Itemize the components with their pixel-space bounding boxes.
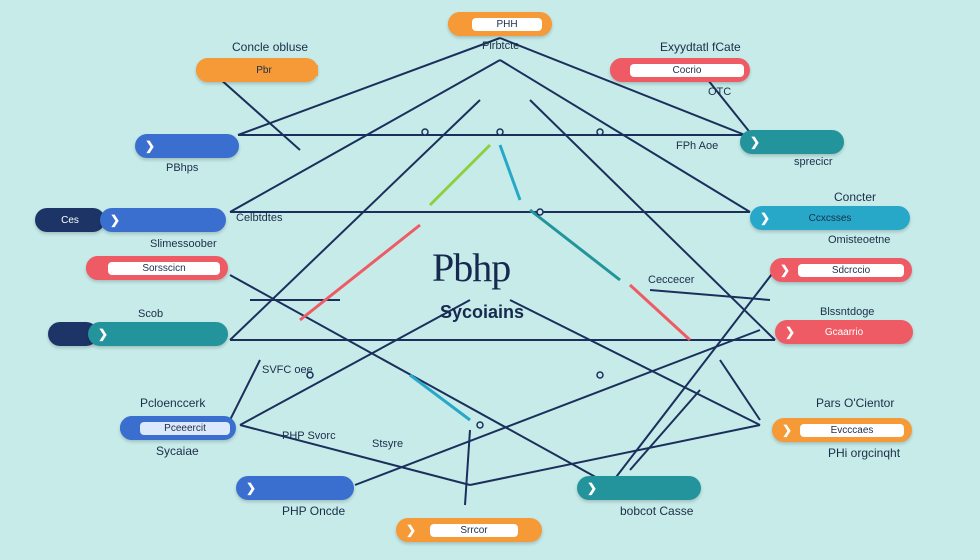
chevron-right-icon: ❯ — [406, 523, 417, 537]
chevron-right-icon: ❯ — [246, 481, 257, 495]
pill-label: Sdcrccio — [798, 263, 904, 277]
connector-line — [209, 69, 301, 151]
connector-line — [239, 424, 471, 486]
label-right-1-title: Exyydtatl fCate — [660, 40, 741, 54]
pill-label: Cocrio — [630, 63, 744, 77]
connector-line — [499, 37, 746, 136]
center-subtitle: Sycoiains — [440, 302, 525, 322]
junction-dot — [476, 421, 484, 429]
label-right-2-sub2: sprecicr — [794, 156, 833, 168]
label-mid-1: PHP Svorc — [282, 430, 336, 442]
accent-line — [628, 283, 692, 342]
chevron-right-icon: ❯ — [785, 325, 796, 339]
connector-line — [239, 299, 471, 426]
connector-line — [229, 59, 501, 213]
accent-line — [428, 143, 492, 207]
label-bottom-right-sub: bobcot Casse — [620, 504, 694, 518]
chevron-right-icon: ❯ — [110, 213, 121, 227]
accent-line — [409, 373, 471, 422]
pill-label: Sorsscicn — [108, 261, 220, 275]
label-left-6-sub: Sycaiae — [156, 444, 199, 458]
pill-label: Gcaarrio — [824, 326, 864, 338]
pill-right-3[interactable]: ❯ Ccxcsses — [750, 206, 910, 230]
accent-line — [529, 208, 621, 282]
pill-right-4[interactable]: ❯ Sdcrccio — [770, 258, 912, 282]
label-right-4-sub: Blssntdoge — [820, 306, 875, 318]
pill-bottom-left[interactable]: ❯ — [236, 476, 354, 500]
pill-label: Evcccaes — [800, 423, 904, 437]
pill-label: Ccxcsses — [808, 212, 852, 224]
connector-line — [354, 329, 761, 486]
connector-line — [229, 359, 261, 421]
pill-bottom-center[interactable]: ❯ Srrcor — [396, 518, 542, 542]
label-mid-4: Stsyre — [372, 438, 404, 450]
label-mid-5: SVFC oee — [262, 364, 313, 376]
chevron-right-icon: ❯ — [760, 211, 771, 225]
pill-right-2[interactable]: ❯ — [740, 130, 844, 154]
pill-left-3-cap[interactable]: Ces — [35, 208, 105, 232]
pill-label: Pceeercit — [140, 421, 230, 435]
pill-bottom-right[interactable]: ❯ — [577, 476, 701, 500]
pill-left-5[interactable]: ❯ — [88, 322, 228, 346]
connector-line — [509, 299, 761, 426]
label-right-3-sub: Omisteoetne — [828, 234, 891, 246]
pill-left-4[interactable]: Sorsscicn — [86, 256, 228, 280]
junction-dot — [496, 128, 504, 136]
connector-line — [464, 429, 471, 506]
pill-label: Ces — [61, 214, 79, 226]
label-left-3-sub: Slimessoober — [150, 238, 217, 250]
pill-left-2[interactable]: ❯ — [135, 134, 239, 158]
connector-line — [529, 99, 776, 341]
connector-line — [469, 424, 761, 486]
connector-line — [499, 59, 751, 213]
connector-line — [629, 389, 701, 471]
accent-line — [498, 144, 522, 201]
pill-right-1[interactable]: Cocrio — [610, 58, 750, 82]
label-left-1-title: Concle obluse — [232, 40, 309, 54]
junction-dot — [596, 371, 604, 379]
connector-line — [229, 274, 611, 486]
connector-line — [609, 269, 776, 486]
pill-label: Pbr — [210, 64, 318, 76]
label-right-1-sub: OTC — [708, 86, 732, 98]
chevron-right-icon: ❯ — [98, 327, 109, 341]
label-left-6-title: Pcloenccerk — [140, 396, 206, 410]
label-left-2-sub: PBhps — [166, 162, 199, 174]
chevron-right-icon: ❯ — [587, 481, 598, 495]
accent-line — [299, 223, 421, 322]
label-mid-3: Celbtdtes — [236, 212, 283, 224]
pill-left-1[interactable]: Pbr — [196, 58, 318, 82]
connector-line — [719, 359, 761, 421]
junction-dot — [596, 128, 604, 136]
pill-right-5[interactable]: ❯ Gcaarrio — [775, 320, 913, 344]
label-top-center-sub: Plrbtcte — [482, 40, 520, 52]
label-right-6-title: Pars O'Cientor — [816, 396, 895, 410]
pill-right-6[interactable]: ❯ Evcccaes — [772, 418, 912, 442]
pill-left-6[interactable]: Pceeercit — [120, 416, 236, 440]
pill-top-center[interactable]: PHH — [448, 12, 552, 36]
pill-label: PHH — [472, 17, 542, 31]
junction-dot — [306, 371, 314, 379]
pill-left-3[interactable]: ❯ — [100, 208, 226, 232]
chevron-right-icon: ❯ — [782, 423, 793, 437]
chevron-right-icon: ❯ — [145, 139, 156, 153]
label-mid-2: Ceccecer — [648, 274, 695, 286]
label-left-4-sub: Scob — [138, 308, 164, 320]
chevron-right-icon: ❯ — [780, 263, 791, 277]
chevron-right-icon: ❯ — [750, 135, 761, 149]
center-title: Pbhp — [432, 245, 511, 290]
junction-dot — [536, 208, 544, 216]
connector-line — [649, 289, 771, 301]
label-bottom-left-sub: PHP Oncde — [282, 504, 346, 518]
connector-line — [237, 37, 501, 136]
label-right-6-sub: PHi orgcinqht — [828, 446, 901, 460]
label-right-2-sub: FPh Aoe — [676, 140, 719, 152]
junction-dot — [421, 128, 429, 136]
pill-label: Srrcor — [430, 523, 518, 537]
label-right-3-title: Concter — [834, 190, 877, 204]
